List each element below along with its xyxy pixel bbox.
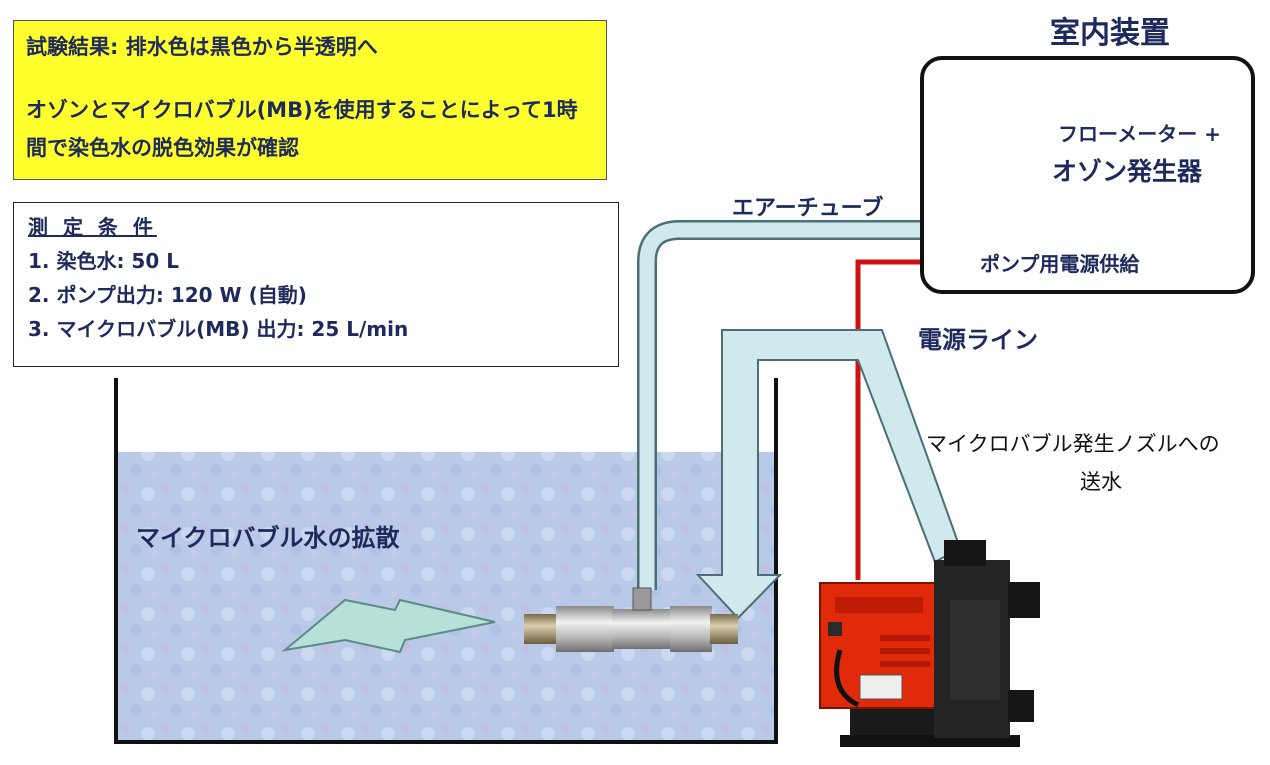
diffusion-bolt <box>281 598 496 654</box>
power-line <box>855 259 920 580</box>
result-title: 試験結果: 排水色は黒色から半透明へ <box>26 35 378 59</box>
indoor-unit-title: 室内装置 <box>1050 16 1170 51</box>
measurement-conditions-box: 測 定 条 件 1. 染色水: 50 L 2. ポンプ出力: 120 W (自動… <box>13 202 619 367</box>
nozzle <box>524 587 738 652</box>
flowmeter-label-line2: オゾン発生器 <box>1052 157 1203 186</box>
power-line-label: 電源ライン <box>918 326 1038 354</box>
condition-item: 1. 染色水: 50 L <box>28 249 179 273</box>
water-tank <box>114 378 778 744</box>
test-result-box: 試験結果: 排水色は黒色から半透明へ オゾンとマイクロバブル(MB)を使用するこ… <box>13 20 607 180</box>
diffusion-label: マイクロバブル水の拡散 <box>136 524 400 552</box>
result-body: オゾンとマイクロバブル(MB)を使用することによって1時間で染色水の脱色効果が確… <box>26 98 578 160</box>
conditions-header: 測 定 条 件 <box>28 215 157 239</box>
indoor-unit-box <box>920 56 1255 294</box>
condition-item: 2. ポンプ出力: 120 W (自動) <box>28 283 307 307</box>
pump <box>819 540 1040 747</box>
nozzle-feed-label-line1: マイクロバブル発生ノズルへの <box>926 432 1220 456</box>
water-feed-arrow <box>695 329 962 620</box>
flowmeter-label-line1: フローメーター + <box>1058 122 1221 146</box>
pump-power-supply-label: ポンプ用電源供給 <box>980 252 1140 276</box>
condition-item: 3. マイクロバブル(MB) 出力: 25 L/min <box>28 317 409 341</box>
nozzle-feed-label-line2: 送水 <box>1080 470 1122 494</box>
air-tube <box>637 220 920 590</box>
air-tube-label: エアーチューブ <box>732 196 884 221</box>
